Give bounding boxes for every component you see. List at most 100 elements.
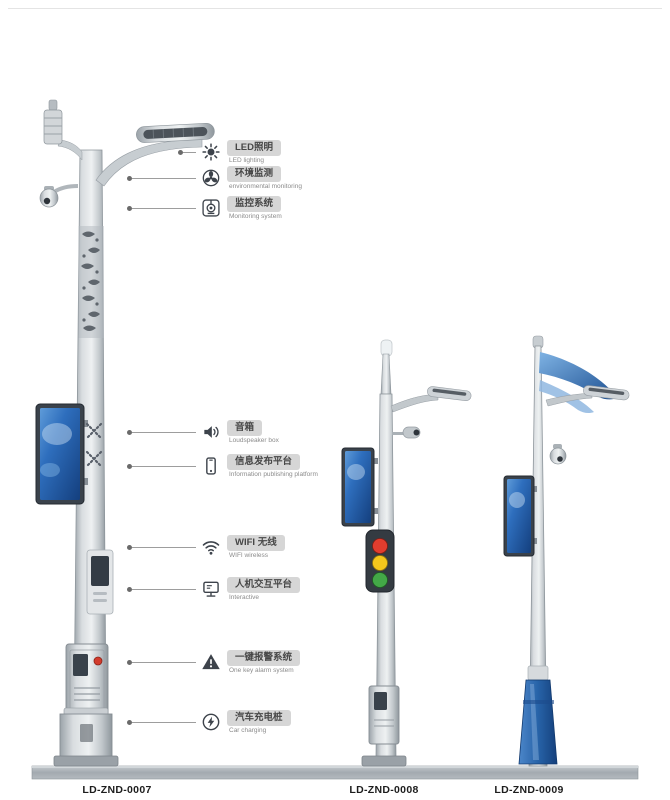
model-label-3: LD-ZND-0009	[494, 784, 564, 796]
smart-pole-1	[35, 99, 215, 767]
wifi-icon	[201, 537, 221, 557]
lamp-arm	[95, 138, 203, 187]
callout-interactive: 人机交互平台 Interactive	[127, 577, 301, 601]
led-display-screen	[35, 403, 85, 505]
sensor-arm	[57, 139, 83, 161]
callout-label-zh: 一键报警系统	[227, 650, 301, 666]
street-lamp-head	[427, 386, 472, 402]
interactive-panel	[86, 549, 114, 615]
callout-label-zh: 人机交互平台	[227, 577, 301, 593]
pole-base	[53, 707, 119, 767]
callout-label-zh: 音箱	[227, 420, 263, 436]
leader-dot	[127, 429, 132, 435]
callout-environment-monitoring: 环境监测 environmental monitoring	[127, 166, 302, 190]
callout-label-zh: 监控系统	[227, 196, 282, 212]
leader-dot	[127, 175, 132, 181]
callout-label-en: One key alarm system	[229, 667, 294, 674]
smart-pole-3	[503, 335, 630, 767]
callout-label-zh: WIFI 无线	[227, 535, 285, 551]
pole-body	[528, 345, 548, 767]
leader-dot	[127, 544, 132, 550]
traffic-red-lamp	[372, 538, 388, 554]
base-collar	[527, 665, 549, 681]
speaker-grille	[85, 422, 103, 468]
model-label-2: LD-ZND-0008	[349, 784, 419, 796]
led-lamp-head	[136, 122, 215, 143]
blue-base	[518, 679, 558, 765]
screen-bracket	[82, 420, 88, 427]
upper-mast	[380, 353, 392, 395]
leader-line	[132, 177, 196, 179]
alarm-button	[93, 656, 103, 666]
leader-line	[132, 465, 196, 467]
leader-dot	[127, 205, 132, 211]
bullet-camera	[402, 426, 421, 439]
callout-label: 一键报警系统 One key alarm system	[227, 650, 301, 674]
callout-label-zh: LED照明	[227, 140, 282, 156]
info-platform-icon	[201, 456, 221, 476]
callout-label: 信息发布平台 Information publishing platform	[227, 454, 318, 478]
alarm-icon	[201, 652, 221, 672]
callout-information-publishing: 信息发布平台 Information publishing platform	[127, 454, 318, 478]
leader-dot	[178, 149, 183, 155]
lamp-arm	[545, 392, 593, 407]
environment-sensor	[43, 99, 63, 145]
traffic-yellow-lamp	[372, 555, 388, 571]
callout-label-zh: 信息发布平台	[227, 454, 301, 470]
leader-line	[183, 151, 196, 153]
callout-label: WIFI 无线 WIFI wireless	[227, 535, 285, 559]
leader-line	[132, 588, 196, 590]
lamp-arm	[390, 393, 439, 413]
pole-base	[361, 755, 407, 767]
screen-bracket	[372, 458, 378, 464]
decorative-pattern	[78, 226, 104, 338]
traffic-light	[365, 529, 395, 593]
callout-label: LED照明 LED lighting	[227, 140, 282, 164]
led-lighting-icon	[201, 142, 221, 162]
callout-label-zh: 环境监测	[227, 166, 282, 182]
callout-one-key-alarm: 一键报警系统 One key alarm system	[127, 650, 301, 674]
led-display-screen	[341, 447, 375, 527]
monitoring-system-icon	[201, 198, 221, 218]
street-lamp-head	[583, 385, 630, 401]
screen-bracket	[372, 508, 378, 514]
interactive-icon	[201, 579, 221, 599]
leader-line	[132, 431, 196, 433]
callout-label-en: Car charging	[229, 727, 267, 734]
callout-monitoring-system: 监控系统 Monitoring system	[127, 196, 282, 220]
screen-bracket	[82, 478, 88, 485]
car-charging-icon	[201, 712, 221, 732]
callout-label-en: Information publishing platform	[229, 471, 318, 478]
leader-line	[132, 207, 196, 209]
leader-dot	[127, 659, 132, 665]
callout-car-charging: 汽车充电桩 Car charging	[127, 710, 291, 734]
callout-led-lighting: LED照明 LED lighting	[178, 140, 282, 164]
environment-monitoring-icon	[201, 168, 221, 188]
callout-label-en: LED lighting	[229, 157, 265, 164]
smart-pole-2	[341, 339, 472, 767]
callout-label: 环境监测 environmental monitoring	[227, 166, 302, 190]
page-frame-line	[8, 8, 662, 9]
loudspeaker-icon	[201, 422, 221, 442]
camera-arm	[392, 432, 404, 435]
top-lamp	[380, 339, 393, 357]
leader-dot	[127, 463, 132, 469]
leader-dot	[127, 719, 132, 725]
model-label-1: LD-ZND-0007	[82, 784, 152, 796]
leader-dot	[127, 586, 132, 592]
ground-bar	[31, 765, 639, 780]
leader-line	[132, 661, 196, 663]
callout-loudspeaker: 音箱 Loudspeaker box	[127, 420, 279, 444]
callout-label: 汽车充电桩 Car charging	[227, 710, 291, 734]
led-display-screen	[503, 475, 535, 557]
dome-camera	[39, 186, 59, 208]
control-cabinet	[65, 643, 109, 717]
callout-label-en: Interactive	[229, 594, 259, 601]
callout-label-en: WIFI wireless	[229, 552, 268, 559]
callout-label: 监控系统 Monitoring system	[227, 196, 282, 220]
traffic-green-lamp	[372, 572, 388, 588]
callout-label: 人机交互平台 Interactive	[227, 577, 301, 601]
leader-line	[132, 546, 196, 548]
leader-line	[132, 721, 196, 723]
